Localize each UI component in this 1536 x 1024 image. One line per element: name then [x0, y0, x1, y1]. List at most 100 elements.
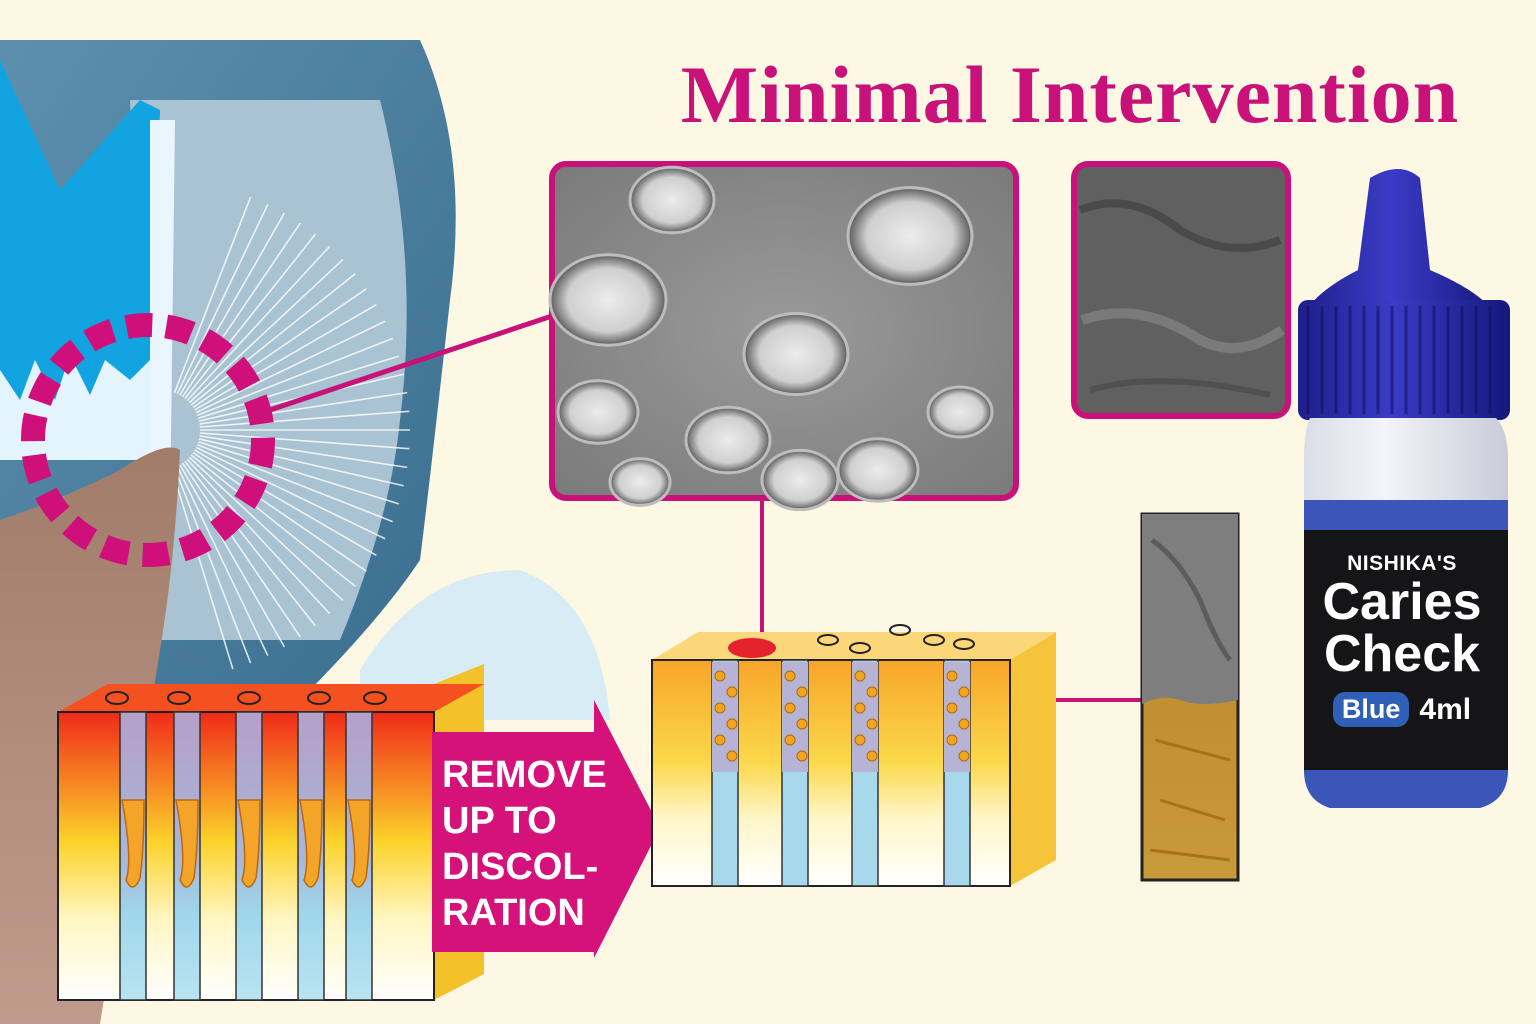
bacteria-dot	[946, 734, 958, 746]
striation-line	[199, 391, 408, 425]
arrow-label: REMOVE UP TO DISCOL- RATION	[442, 752, 612, 936]
bacteria-drip	[121, 799, 145, 888]
striation-line	[184, 460, 317, 627]
bacteria-dot	[958, 750, 970, 762]
lesion-highlight-circle-icon	[21, 313, 275, 567]
striation-line	[173, 196, 252, 394]
bacteria-drip	[175, 799, 199, 888]
connector-circle-to-sem	[254, 313, 553, 418]
tubule-opening	[363, 691, 387, 705]
sem-micrograph-surface-icon	[1071, 161, 1291, 419]
bacteria-drip	[347, 799, 371, 888]
second-tooth-crown	[360, 570, 610, 720]
tubule-opening	[953, 638, 975, 650]
sem-pit	[836, 437, 920, 503]
striation-line	[179, 464, 286, 648]
striation-line	[194, 304, 377, 411]
striation-line	[197, 355, 400, 419]
bottle-variant-row: Blue 4ml	[1312, 692, 1492, 727]
sem-pit	[608, 457, 672, 507]
striation-line	[192, 451, 367, 572]
bacteria-dot	[854, 670, 866, 682]
bacteria-dot	[796, 750, 808, 762]
tubule-opening	[923, 634, 945, 646]
striation-line	[188, 259, 344, 404]
bacteria-dot	[958, 686, 970, 698]
tubule-opening	[817, 634, 839, 646]
tubule-opening	[167, 691, 191, 705]
striation-line	[199, 435, 408, 469]
bacteria-dot	[866, 750, 878, 762]
bacteria-dot	[958, 718, 970, 730]
sem-pit	[742, 311, 850, 397]
striation-line	[181, 222, 301, 398]
striation-line	[197, 441, 400, 505]
bacteria-dot	[726, 718, 738, 730]
bottle-nozzle	[1300, 169, 1500, 330]
sem-pit	[628, 165, 716, 235]
tubule-opening	[849, 642, 871, 654]
striation-line	[188, 456, 344, 601]
striation-line	[196, 443, 393, 523]
bottle-volume: 4ml	[1419, 692, 1472, 726]
pulp-highlight	[150, 120, 175, 520]
tooth-cross-section-icon	[0, 40, 610, 1024]
striation-line	[194, 449, 377, 556]
striation-line	[199, 410, 410, 428]
striation-line	[176, 465, 269, 656]
tubule-opening	[889, 624, 911, 636]
bacteria-dot	[726, 686, 738, 698]
striation-line	[198, 438, 404, 487]
bacteria-drip	[299, 799, 323, 888]
striation-line	[186, 245, 331, 402]
arrow-label-line-2: UP TO	[442, 800, 557, 842]
striation-line	[184, 233, 317, 400]
dentin-block-before	[57, 664, 484, 1001]
bacteria-dot	[726, 750, 738, 762]
bacteria-dot	[946, 670, 958, 682]
arrow-label-line-3: DISCOL-	[442, 846, 599, 888]
bottle-brand: NISHIKA'S	[1347, 552, 1457, 575]
striation-line	[192, 288, 367, 409]
dentin-block-after	[651, 624, 1056, 887]
sem-pit	[846, 186, 974, 286]
tubule-opening	[307, 691, 331, 705]
page-title: Minimal Intervention	[680, 49, 1460, 140]
bacteria-dot	[714, 670, 726, 682]
bacteria-dot	[784, 670, 796, 682]
bacteria-dot	[796, 718, 808, 730]
bottle-cap	[1298, 300, 1510, 420]
sem-pit	[556, 379, 640, 445]
bacteria-dot	[866, 718, 878, 730]
bacteria-dot	[854, 734, 866, 746]
dentin-striations	[170, 196, 410, 670]
bacteria-dot	[714, 734, 726, 746]
pulp-chamber	[0, 60, 160, 430]
bacteria-dot	[946, 702, 958, 714]
bacteria-dot	[854, 702, 866, 714]
striation-line	[190, 454, 356, 587]
striation-line	[176, 204, 269, 395]
arrow-label-line-4: RATION	[442, 892, 585, 934]
bacteria-drip	[237, 799, 261, 888]
bacteria-dot	[784, 734, 796, 746]
striation-line	[179, 212, 286, 396]
bottle-label-panel	[1304, 530, 1508, 770]
sem-pit	[926, 385, 994, 439]
striation-line	[170, 468, 234, 670]
tubule-opening	[105, 691, 129, 705]
stained-dentin-strip-icon	[1140, 512, 1240, 882]
sem-pit	[760, 448, 840, 512]
bottle-product-line-2: Check	[1323, 625, 1481, 683]
sem-pit	[684, 405, 772, 475]
bacteria-dot	[796, 686, 808, 698]
arrow-label-line-1: REMOVE	[442, 754, 607, 796]
striation-line	[186, 458, 331, 615]
bottle-product-line-1: Caries	[1322, 573, 1482, 631]
striation-line	[199, 432, 410, 450]
bacteria-dot	[784, 702, 796, 714]
bacteria-dot	[866, 686, 878, 698]
tubule-opening	[237, 691, 261, 705]
bottle-label: NISHIKA'S Caries Check Blue 4ml	[1312, 552, 1492, 727]
